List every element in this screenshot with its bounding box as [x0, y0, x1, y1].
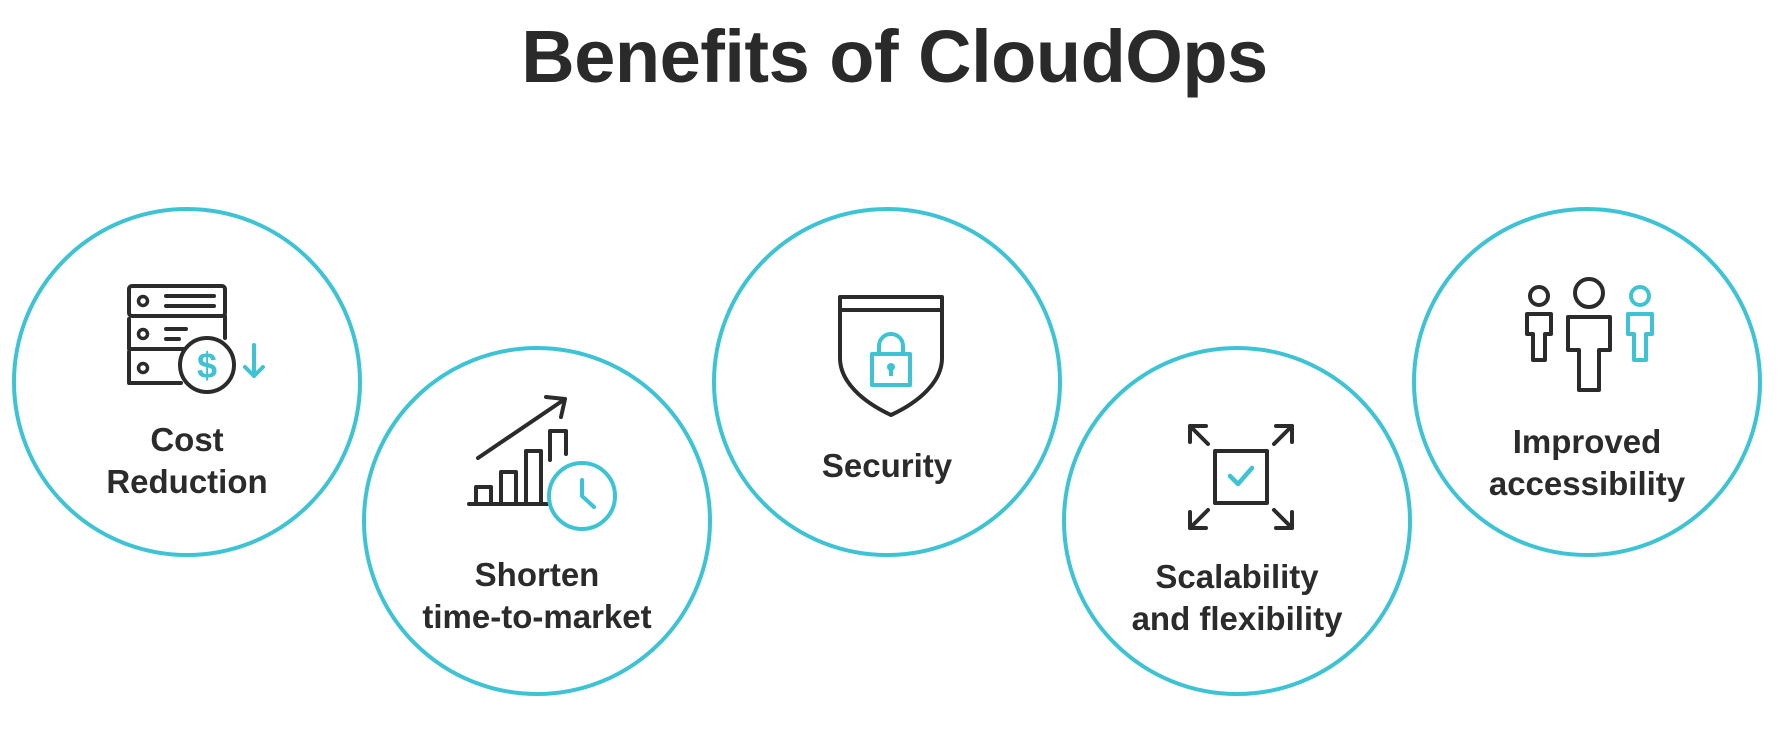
benefit-accessibility: Improved accessibility	[1412, 207, 1762, 557]
server-cost-icon: $	[127, 284, 265, 394]
shield-lock-icon	[838, 295, 944, 417]
benefit-label: Shorten time-to-market	[422, 556, 652, 635]
benefit-time-to-market: Shorten time-to-market	[362, 346, 712, 696]
benefit-label: Scalability and flexibility	[1131, 558, 1343, 637]
benefit-label: Security	[821, 447, 953, 484]
benefit-label: Cost Reduction	[106, 421, 268, 500]
growth-clock-icon	[467, 395, 617, 531]
benefit-cost-reduction: $ Cost Reduction	[12, 207, 362, 557]
benefit-security: Security	[712, 207, 1062, 557]
page-title: Benefits of CloudOps	[521, 15, 1268, 98]
benefit-label: Improved accessibility	[1488, 423, 1686, 502]
benefit-scalability: Scalability and flexibility	[1062, 346, 1412, 696]
expand-check-icon	[1188, 424, 1294, 530]
svg-text:$: $	[197, 345, 217, 386]
people-icon	[1525, 277, 1654, 392]
